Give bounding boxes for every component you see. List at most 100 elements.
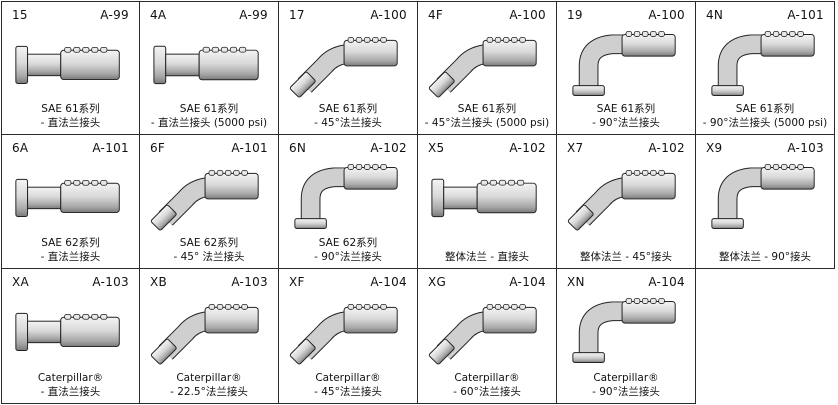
fitting-illustration-svg <box>431 178 537 218</box>
page-reference: A-102 <box>370 141 407 155</box>
fitting-illustration <box>565 293 687 365</box>
caption-line-1: SAE 61系列 <box>596 103 656 115</box>
caption-line-1: SAE 61系列 <box>735 103 795 115</box>
fitting-caption: SAE 61系列- 直法兰接头 (5000 psi) <box>140 102 278 130</box>
page-reference: A-101 <box>92 141 129 155</box>
fitting-illustration-svg <box>428 304 537 365</box>
fitting-caption: Caterpillar® - 90°法兰接头 <box>557 371 695 399</box>
fitting-code: XG <box>428 275 447 289</box>
caption-line-1: Caterpillar® <box>593 372 659 384</box>
page-reference: A-102 <box>509 141 546 155</box>
page-reference: A-99 <box>239 8 268 22</box>
caption-line-2: - 90°法兰接头 <box>314 251 382 263</box>
caption-line-2: - 45° 法兰接头 <box>173 251 245 263</box>
fitting-illustration <box>10 26 131 98</box>
fitting-illustration-svg <box>15 178 120 217</box>
fitting-caption: Caterpillar®- 45°法兰接头 <box>279 371 417 399</box>
fitting-code: 4A <box>150 8 167 22</box>
fitting-illustration-svg <box>289 304 398 365</box>
catalog-cell[interactable]: 4A A-99 SAE 61系列- 直法兰接头 (5000 psi) <box>139 1 279 135</box>
fitting-illustration-svg <box>711 164 815 229</box>
fitting-code: 4F <box>428 8 444 22</box>
page-reference: A-102 <box>648 141 685 155</box>
fitting-caption: SAE 61系列 - 45°法兰接头 <box>279 102 417 130</box>
caption-line-1: SAE 62系列 <box>318 237 378 249</box>
caption-line-2: - 22.5°法兰接头 <box>170 386 248 398</box>
fitting-caption: 整体法兰 - 45°接头 <box>557 250 695 264</box>
caption-line-2: - 直法兰接头 <box>40 386 101 398</box>
fitting-illustration <box>426 26 548 98</box>
fitting-code: X5 <box>428 141 445 155</box>
fitting-code: X9 <box>706 141 723 155</box>
fitting-illustration <box>10 293 131 365</box>
caption-line-1: Caterpillar® <box>315 372 381 384</box>
fitting-illustration-svg <box>294 164 398 229</box>
caption-line-2: - 直法兰接头 <box>40 251 101 263</box>
fitting-illustration <box>426 293 548 365</box>
fitting-illustration-svg <box>711 31 815 96</box>
page-reference: A-101 <box>787 8 824 22</box>
fitting-illustration-svg <box>572 31 676 96</box>
page-reference: A-100 <box>370 8 407 22</box>
fitting-code: 6A <box>12 141 29 155</box>
catalog-cell[interactable]: 17 A-100 SAE 61系列 - 45°法兰接头 <box>278 1 418 135</box>
catalog-cell[interactable]: X5 A-102 整体法兰 - 直接头 <box>417 134 557 269</box>
fitting-code: 15 <box>12 8 28 22</box>
fitting-illustration-svg <box>153 45 259 85</box>
fitting-caption: 整体法兰 - 90°接头 <box>696 250 834 264</box>
fitting-caption: Caterpillar®- 直法兰接头 <box>2 371 139 399</box>
catalog-cell[interactable]: 6N A-102 SAE 62系列 - 90°法兰接头 <box>278 134 418 269</box>
fitting-illustration <box>287 26 409 98</box>
caption-line-1: SAE 62系列 <box>179 237 239 249</box>
fitting-code: XA <box>12 275 30 289</box>
caption-line-2: - 90°法兰接头 <box>592 386 660 398</box>
page-reference: A-101 <box>231 141 268 155</box>
fitting-illustration-svg <box>15 312 120 351</box>
page-reference: A-103 <box>231 275 268 289</box>
caption-line-1: SAE 61系列 <box>318 103 378 115</box>
fitting-illustration <box>148 293 270 365</box>
fitting-illustration <box>287 293 409 365</box>
caption-line-1: 整体法兰 - 45°接头 <box>579 251 673 263</box>
catalog-cell[interactable]: 6F A-101 SAE 62系列 - 45° 法兰接头 <box>139 134 279 269</box>
fitting-caption: SAE 61系列 - 90°法兰接头 (5000 psi) <box>696 102 834 130</box>
fitting-illustration-svg <box>15 45 120 84</box>
catalog-cell[interactable]: XA A-103 Caterpillar®- 直法兰接头 <box>1 268 140 404</box>
fitting-illustration-svg <box>289 37 398 98</box>
fitting-caption: SAE 61系列- 90°法兰接头 <box>557 102 695 130</box>
fitting-caption: SAE 61系列- 45°法兰接头 (5000 psi) <box>418 102 556 130</box>
fitting-illustration-svg <box>567 170 676 231</box>
fitting-code: 6F <box>150 141 166 155</box>
caption-line-2: - 直法兰接头 (5000 psi) <box>150 117 268 129</box>
caption-line-2: - 直法兰接头 <box>40 117 101 129</box>
fitting-illustration-svg <box>150 170 259 231</box>
fitting-illustration <box>148 159 270 231</box>
caption-line-2: - 45°法兰接头 <box>314 117 382 129</box>
caption-line-1: 整体法兰 - 直接头 <box>445 251 529 263</box>
page-reference: A-103 <box>92 275 129 289</box>
caption-line-2: - 90°法兰接头 (5000 psi) <box>702 117 828 129</box>
fitting-caption: Caterpillar®- 22.5°法兰接头 <box>140 371 278 399</box>
page-reference: A-100 <box>648 8 685 22</box>
fitting-illustration <box>704 26 826 98</box>
caption-line-2: - 60°法兰接头 <box>453 386 521 398</box>
fitting-illustration <box>704 159 826 231</box>
caption-line-1: SAE 61系列 <box>41 103 100 115</box>
fitting-illustration-svg <box>428 37 537 98</box>
fitting-code: 17 <box>289 8 305 22</box>
caption-line-1: SAE 61系列 <box>457 103 517 115</box>
fitting-illustration-svg <box>150 304 259 365</box>
fitting-caption: SAE 62系列 - 45° 法兰接头 <box>140 236 278 264</box>
fitting-code: 6N <box>289 141 307 155</box>
